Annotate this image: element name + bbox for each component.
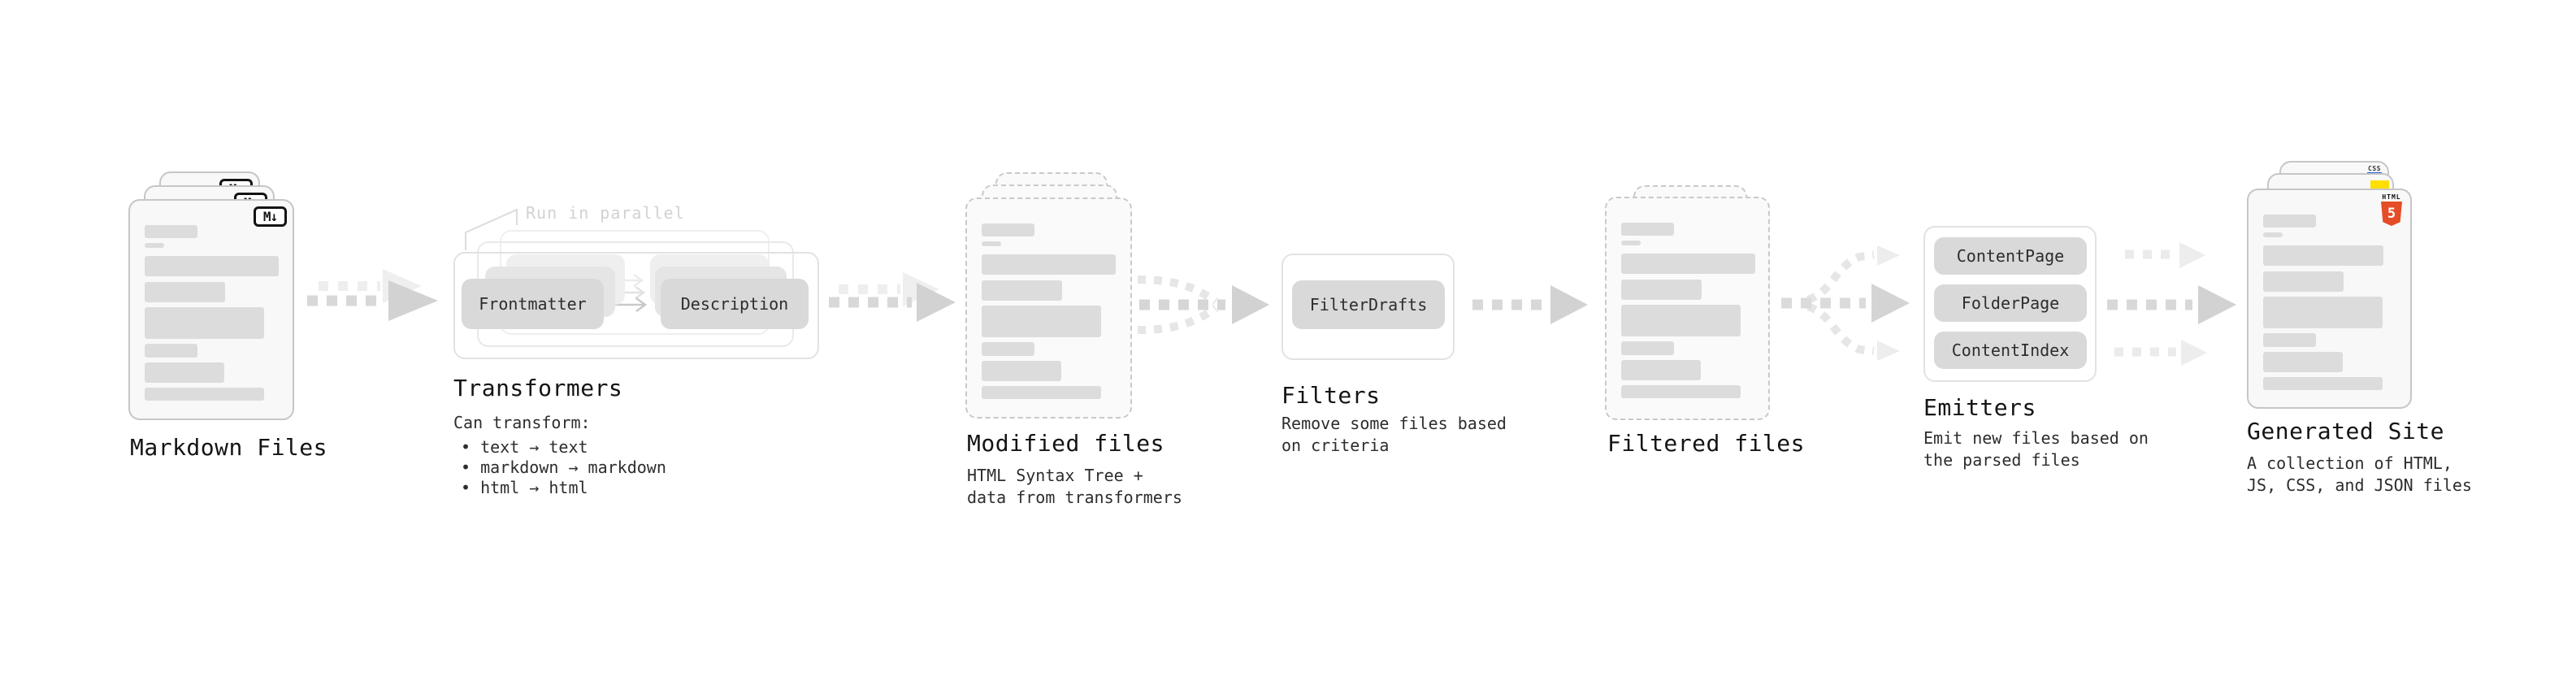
html5-icon-word: HTML (2382, 193, 2401, 201)
markdown-icon: M↓ (254, 206, 287, 227)
bullet-item: • text → text (461, 437, 588, 457)
run-in-parallel-annotation: Run in parallel (526, 203, 685, 223)
filtered-files-label: Filtered files (1607, 430, 1806, 457)
modified-file-card (965, 197, 1132, 419)
emitters-heading: Emitters (1923, 394, 2036, 421)
caption-line: JS, CSS, and JSON files (2247, 475, 2472, 495)
markdown-files-label: Markdown Files (130, 434, 328, 461)
modified-files-label: Modified files (967, 430, 1165, 457)
skeleton-text-lines (1621, 223, 1755, 398)
skeleton-text-lines (982, 223, 1116, 399)
caption-line: Remove some files based (1281, 414, 1507, 433)
js-icon (2370, 180, 2389, 189)
description-pill: Description (661, 279, 809, 329)
generated-site-label: Generated Site (2247, 418, 2445, 445)
generated-site-caption: A collection of HTML, JS, CSS, and JSON … (2247, 453, 2472, 497)
transformers-heading: Transformers (453, 375, 623, 401)
arrow-filters-to-filtered (1472, 285, 1588, 324)
generated-file-card: HTML 5 (2247, 189, 2412, 409)
caption-line: A collection of HTML, (2247, 453, 2452, 473)
html5-icon: HTML 5 (2381, 193, 2402, 226)
caption-line: on criteria (1281, 436, 1390, 455)
filterdrafts-pill: FilterDrafts (1292, 280, 1445, 329)
caption-line: data from transformers (967, 488, 1182, 507)
emitters-caption: Emit new files based on the parsed files (1923, 427, 2149, 471)
arrow-filtered-to-emitters-split (1781, 245, 1910, 361)
filters-caption: Remove some files based on criteria (1281, 413, 1507, 457)
caption-line: HTML Syntax Tree + (967, 466, 1143, 485)
css-icon-label: CSS (2368, 165, 2381, 172)
markdown-file-card: M↓ (128, 199, 294, 420)
html5-icon-number: 5 (2387, 206, 2396, 222)
filtered-file-card (1605, 197, 1770, 420)
transformers-bullet-list: • text → text • markdown → markdown • ht… (461, 437, 666, 498)
frontmatter-pill: Frontmatter (462, 279, 604, 329)
arrows-emitters-to-generated (2107, 242, 2236, 366)
arrow-markdown-to-transformers (307, 269, 438, 321)
run-in-parallel-leader-line (465, 208, 518, 250)
transformers-caption: Can transform: (453, 413, 591, 432)
skeleton-text-lines (145, 225, 279, 401)
html5-icon-shield: 5 (2381, 202, 2402, 226)
contentpage-pill: ContentPage (1934, 237, 2087, 275)
arrow-transformers-to-modified (829, 272, 956, 322)
contentindex-pill: ContentIndex (1934, 332, 2087, 369)
caption-line: Emit new files based on (1923, 428, 2149, 448)
modified-files-caption: HTML Syntax Tree + data from transformer… (967, 465, 1182, 509)
caption-line: the parsed files (1923, 450, 2080, 470)
filters-heading: Filters (1281, 382, 1381, 409)
transformer-box (453, 252, 819, 359)
arrow-modified-to-filters-merge (1137, 275, 1269, 334)
bullet-item: • markdown → markdown (461, 458, 666, 477)
bullet-item: • html → html (461, 478, 588, 497)
folderpage-pill: FolderPage (1934, 284, 2087, 322)
skeleton-text-lines (2263, 215, 2383, 390)
